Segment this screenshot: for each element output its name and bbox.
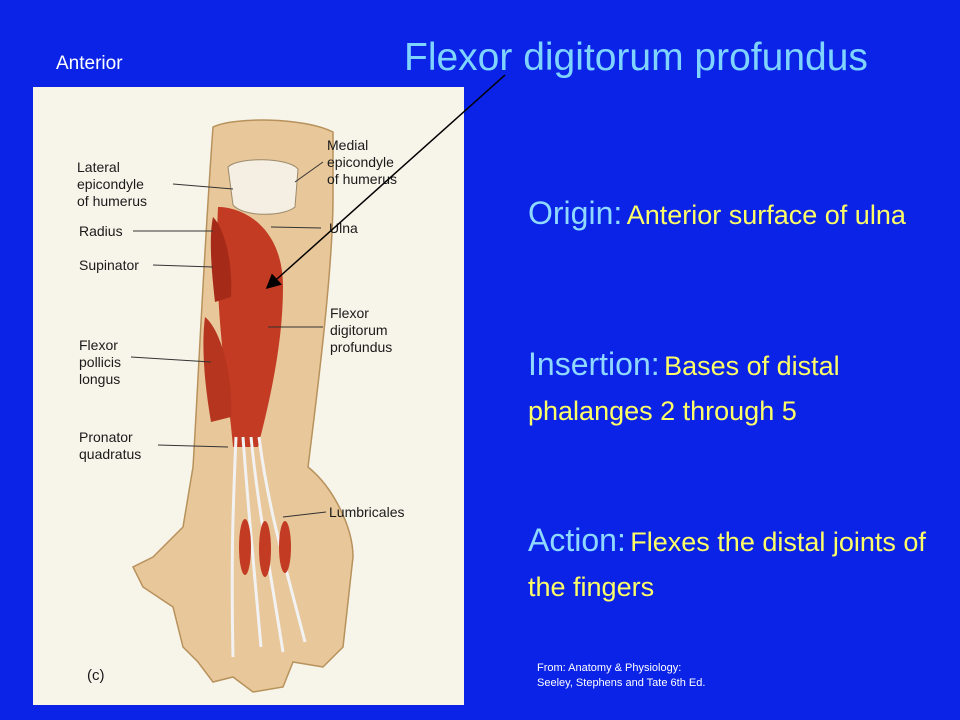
label-fpl: Flexor pollicis longus [79, 337, 122, 387]
label-medial-epicondyle: Medial epicondyle of humerus [327, 137, 398, 187]
tendons [230, 436, 307, 658]
fpl-muscle [203, 317, 232, 422]
action-text: Flexes the distal joints of the fingers [528, 527, 926, 602]
fdp-muscle [216, 207, 283, 447]
supinator-muscle [210, 217, 232, 302]
label-supinator: Supinator [79, 257, 139, 273]
panel-letter: (c) [87, 667, 105, 684]
slide-title: Flexor digitorum profundus [404, 36, 868, 79]
insertion-block: Insertion: Bases of distal phalanges 2 t… [528, 344, 928, 436]
label-fdp: Flexor digitorum profundus [330, 305, 393, 355]
source-credit: From: Anatomy & Physiology: Seeley, Step… [537, 662, 706, 689]
label-pronator-quadratus: Pronator quadratus [79, 429, 142, 462]
label-lumbricales: Lumbricales [329, 504, 405, 520]
humerus-distal [227, 159, 299, 215]
origin-text: Anterior surface of ulna [626, 200, 906, 230]
origin-block: Origin: Anterior surface of ulna [528, 193, 928, 240]
label-lateral-epicondyle: Lateral epicondyle of humerus [77, 159, 148, 209]
lumbrical-muscles [239, 519, 291, 577]
anatomy-figure: Lateral epicondyle of humerus Medial epi… [33, 87, 464, 705]
view-label: Anterior [56, 53, 123, 74]
label-ulna: Ulna [329, 220, 358, 236]
insertion-label: Insertion: [528, 346, 660, 382]
origin-label: Origin: [528, 195, 623, 231]
label-radius: Radius [79, 223, 123, 239]
insertion-text: Bases of distal phalanges 2 through 5 [528, 351, 840, 426]
action-label: Action: [528, 522, 626, 558]
action-block: Action: Flexes the distal joints of the … [528, 520, 928, 612]
